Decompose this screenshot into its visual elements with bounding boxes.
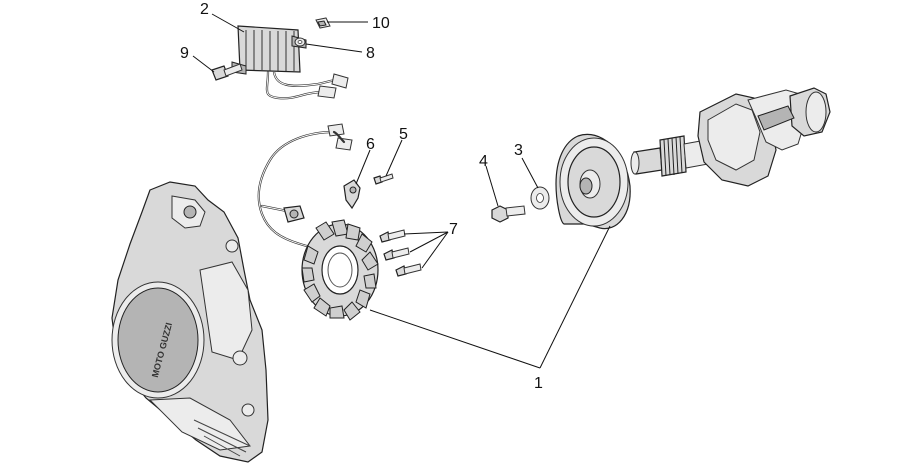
callout-labels: 1 2 3 4 5 6 7 8 9 10: [180, 1, 543, 392]
callout-9: 9: [180, 45, 189, 62]
flywheel-bolt: [491, 205, 526, 223]
regulator-wiring: [265, 70, 349, 100]
stator-coil: [301, 219, 379, 321]
stator-screws: [379, 229, 422, 277]
wire-clamp: [343, 179, 361, 210]
callout-8: 8: [366, 45, 375, 62]
regulator-bolt: [211, 63, 243, 81]
voltage-regulator: [231, 25, 307, 75]
callout-2: 2: [200, 1, 209, 18]
stator-screw: [379, 229, 406, 243]
callout-10: 10: [372, 15, 390, 32]
callout-7: 7: [449, 221, 458, 238]
callout-4: 4: [479, 153, 488, 170]
leader-lines: [192, 13, 611, 369]
flywheel-washer: [530, 186, 550, 210]
engine-side-cover: MOTO GUZZI: [111, 181, 269, 463]
stator-screw: [383, 247, 410, 261]
callout-3: 3: [514, 142, 523, 159]
callout-5: 5: [399, 126, 408, 143]
stator-screw: [395, 263, 422, 277]
crankshaft: [630, 87, 831, 187]
callout-6: 6: [366, 136, 375, 153]
callout-1: 1: [534, 375, 543, 392]
regulator-clip: [315, 17, 331, 29]
clamp-screw: [373, 173, 394, 185]
regulator-washer: [294, 37, 306, 47]
flywheel-rotor: [555, 133, 631, 230]
